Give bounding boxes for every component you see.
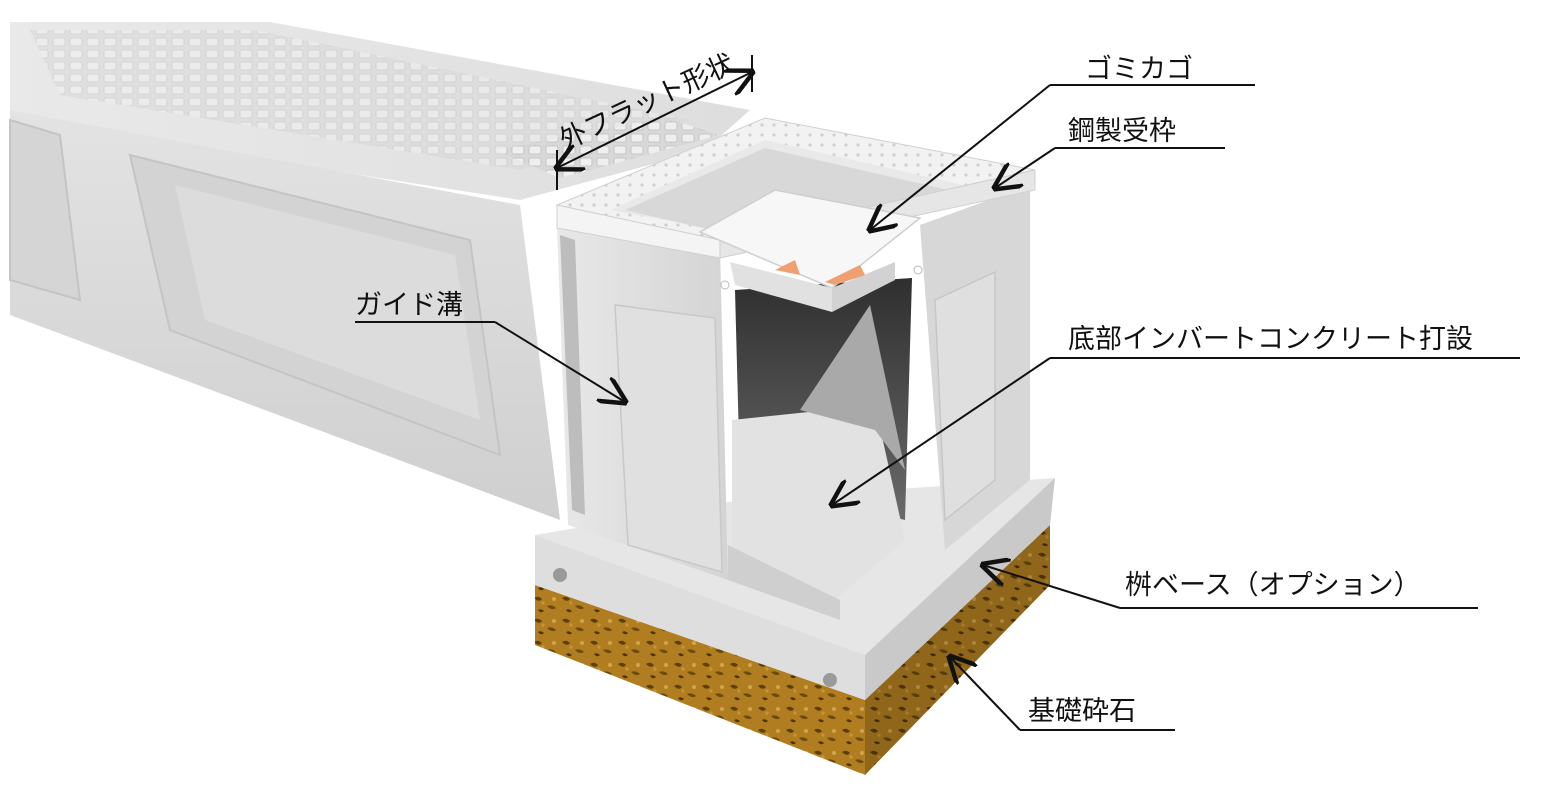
trash-basket-side (832, 262, 895, 312)
base-lifting-hole-2 (823, 673, 837, 687)
label-steel-frame: 鋼製受枠 (1068, 116, 1176, 147)
catch-basin-body (555, 117, 1036, 620)
basin-left-pilaster (614, 304, 723, 574)
base-right-face (865, 478, 1055, 700)
channel-grate-cover (30, 30, 690, 170)
debris-leaf-1 (775, 260, 800, 275)
label-gravel: 基礎砕石 (1028, 696, 1136, 727)
callout-guide-groove: ガイド溝 (355, 290, 625, 402)
gravel-right-face (865, 525, 1050, 775)
basin-right-pilaster (934, 270, 996, 522)
invert-concrete-floor (732, 405, 905, 600)
trash-basket-front (730, 262, 832, 312)
callout-steel-frame: 鋼製受枠 (995, 116, 1225, 188)
base-front-face (535, 535, 865, 700)
callout-basin-base: 桝ベース（オプション） (983, 565, 1478, 609)
label-guide-groove: ガイド溝 (355, 290, 463, 321)
guide-slot (560, 235, 585, 515)
callout-gravel: 基礎砕石 (950, 657, 1175, 731)
callout-gomi-kago: ゴミカゴ (870, 54, 1255, 230)
rim-bolt-left (720, 280, 730, 290)
rim-bolt-right (913, 265, 923, 275)
label-gomi-kago: ゴミカゴ (1085, 54, 1193, 85)
debris-leaf-2 (825, 265, 865, 285)
invert-slope (800, 305, 905, 470)
foundation-gravel (535, 525, 1050, 775)
gravel-right-shade (865, 525, 1050, 775)
label-basin-base: 桝ベース（オプション） (1125, 570, 1421, 601)
basin-front-lip (728, 545, 840, 620)
base-lifting-hole (553, 568, 567, 582)
channel-recess-panel-left (9, 118, 82, 302)
label-invert: 底部インバートコンクリート打設 (1068, 324, 1473, 355)
callout-invert: 底部インバートコンクリート打設 (832, 324, 1520, 505)
gravel-front-face (535, 585, 865, 775)
steel-frame-inner-wall (625, 148, 970, 232)
channel-recess-inner (175, 185, 480, 420)
